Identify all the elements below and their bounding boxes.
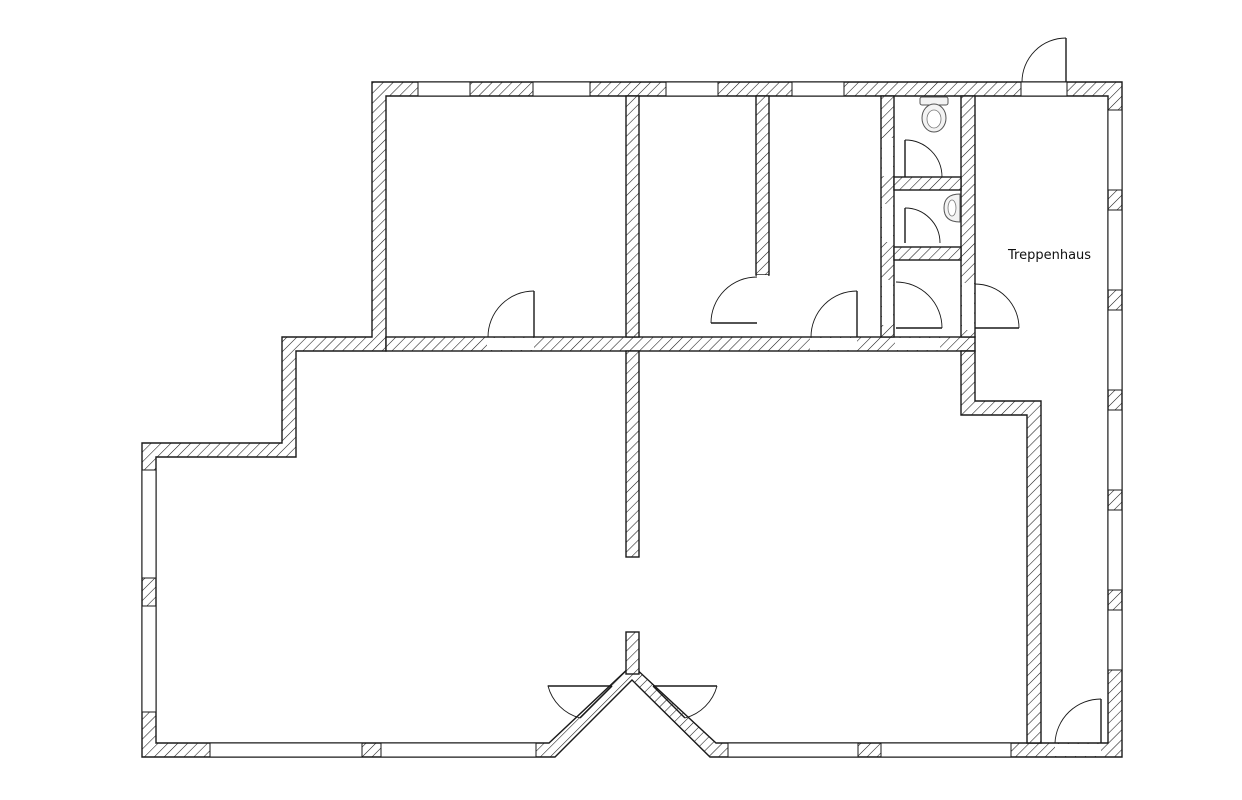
window (209, 742, 363, 758)
window (380, 742, 537, 758)
room-label-treppenhaus: Treppenhaus (1007, 248, 1091, 263)
wc-wall-h1 (893, 176, 962, 191)
fixtures (919, 96, 961, 223)
door-openings (487, 138, 974, 350)
doors (487, 37, 1102, 756)
door (547, 685, 613, 719)
window (1107, 309, 1123, 391)
door (810, 290, 858, 338)
stairhall-wall (960, 350, 1042, 744)
window (141, 605, 157, 713)
window (1020, 81, 1068, 97)
window (1107, 409, 1123, 491)
door (1054, 698, 1102, 756)
toilet-icon (919, 96, 949, 133)
wc-wall-right (960, 95, 976, 338)
urinal-icon (943, 193, 961, 223)
window (1107, 609, 1123, 671)
door (710, 276, 758, 324)
corridor-wall (385, 336, 976, 352)
wc-wall-h2 (893, 246, 962, 261)
windows (141, 81, 1123, 758)
lower-partition-upper (625, 350, 640, 558)
partition-wall-1 (625, 95, 640, 338)
window (665, 81, 719, 97)
door (1021, 37, 1067, 83)
door (652, 685, 718, 719)
door (487, 290, 535, 338)
window (1107, 109, 1123, 191)
door (904, 139, 943, 178)
window (791, 81, 845, 97)
walls (141, 81, 1123, 758)
door (974, 283, 1020, 329)
window (417, 81, 471, 97)
partition-wall-2 (755, 95, 770, 276)
door (895, 281, 943, 329)
window (1107, 209, 1123, 291)
door (904, 207, 941, 244)
window (532, 81, 591, 97)
window (880, 742, 1012, 758)
lower-partition-lower (625, 631, 640, 675)
window (727, 742, 859, 758)
window (141, 469, 157, 579)
window (1107, 509, 1123, 591)
